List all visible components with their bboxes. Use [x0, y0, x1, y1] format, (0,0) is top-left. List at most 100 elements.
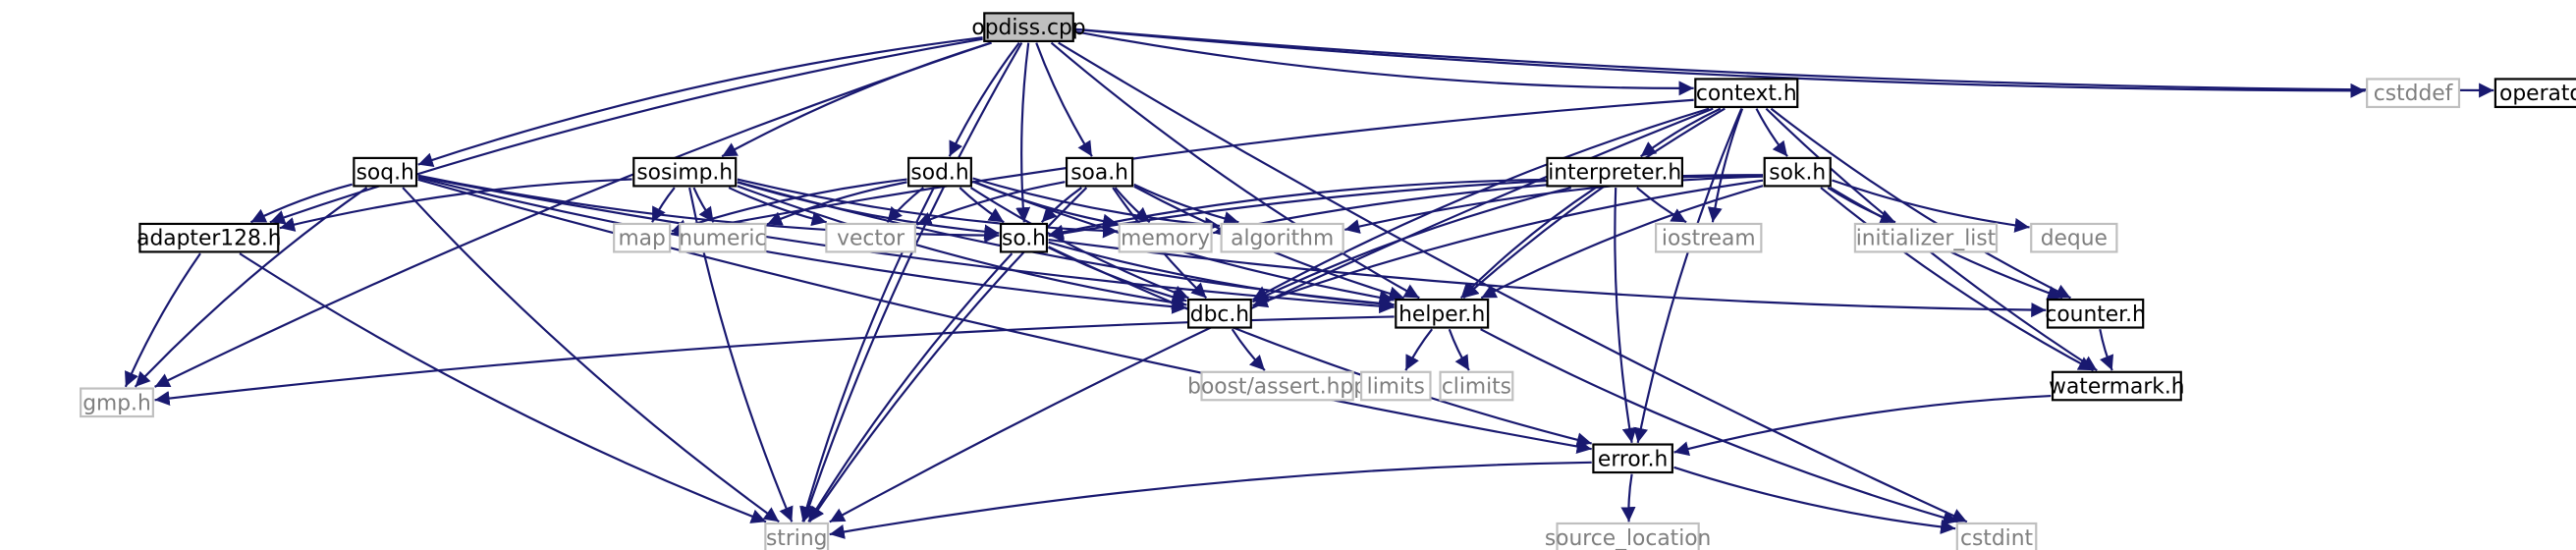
edge-soq-to-error: [417, 178, 1592, 454]
node-numeric: numeric: [679, 222, 767, 253]
edge-soq-to-helper: [417, 175, 1395, 314]
node-label: limits: [1367, 375, 1425, 400]
edge-helper-to-climits: [1448, 328, 1470, 371]
edge-adapter128-to-string: [239, 252, 767, 523]
edge-context-to-counter: [1770, 107, 2071, 300]
node-label: counter.h: [2045, 302, 2145, 327]
edge-adapter128-to-gmp: [124, 252, 201, 388]
edge-context-to-helper: [1462, 107, 1726, 300]
node-box: [1359, 370, 1432, 402]
node-label: cstdint: [1960, 526, 2033, 550]
node-box: [2046, 298, 2145, 329]
node-box: [1955, 522, 2038, 550]
node-label: watermark.h: [2049, 375, 2184, 400]
node-so[interactable]: so.h: [999, 222, 1049, 253]
node-soa[interactable]: soa.h: [1065, 156, 1134, 188]
edge-sosimp-to-map: [651, 187, 676, 223]
node-box: [1439, 370, 1514, 402]
node-algorithm: algorithm: [1220, 222, 1344, 253]
edge-so-to-counter: [1048, 238, 2047, 318]
edge-sod-to-algorithm: [972, 177, 1221, 233]
node-label: context.h: [1696, 82, 1797, 106]
node-climits: climits: [1439, 370, 1514, 402]
node-soq[interactable]: soq.h: [353, 156, 418, 188]
node-label: boost/assert.hpp: [1187, 375, 1367, 400]
edge-opdiss-to-operator: [1074, 28, 2494, 98]
edge-sod-to-vector: [886, 187, 924, 223]
node-box: [2366, 78, 2461, 109]
node-label: memory: [1121, 227, 1210, 251]
node-box: [613, 222, 672, 253]
node-label: gmp.h: [82, 391, 151, 415]
node-sosimp[interactable]: sosimp.h: [632, 156, 738, 188]
node-dbc[interactable]: dbc.h: [1187, 298, 1252, 329]
node-box: [1592, 443, 1673, 474]
node-box: [1853, 222, 1999, 253]
nodes-layer: opdiss.cpp context.h cstddef operator.h soq.…: [80, 12, 2576, 550]
node-box: [1694, 78, 1799, 109]
edge-opdiss-to-sosimp: [721, 41, 992, 158]
node-label: map: [618, 227, 665, 251]
node-box: [1556, 522, 1700, 550]
node-box: [353, 156, 418, 188]
node-label: climits: [1442, 375, 1511, 400]
node-opdiss[interactable]: opdiss.cpp: [971, 12, 1086, 42]
edge-sok-to-deque: [1832, 179, 2030, 233]
edge-sosimp-to-vector: [728, 187, 827, 227]
edge-sod-to-map: [671, 178, 907, 234]
edge-sod-to-so: [959, 187, 1005, 224]
node-label: source_location: [1545, 526, 1712, 550]
node-label: cstddef: [2374, 82, 2454, 106]
node-box: [2030, 222, 2118, 253]
node-boost-assert: boost/assert.hpp: [1187, 370, 1367, 402]
node-error[interactable]: error.h: [1592, 443, 1673, 474]
node-operator[interactable]: operator.h: [2494, 78, 2576, 109]
edge-error-to-string: [829, 461, 1592, 539]
node-label: numeric: [679, 227, 766, 251]
node-box: [1200, 370, 1354, 402]
edge-opdiss-to-so: [1015, 42, 1031, 223]
edge-sok-to-watermark: [1820, 187, 2095, 372]
edge-soq-to-adapter128: [249, 183, 353, 224]
node-map: map: [613, 222, 672, 253]
edge-opdiss-to-cstdint: [1058, 41, 1968, 523]
node-box: [983, 12, 1074, 42]
edge-sosimp-to-adapter128: [279, 178, 632, 232]
node-label: initializer_list: [1856, 227, 1997, 251]
node-vector: vector: [825, 222, 916, 253]
node-box: [1118, 222, 1213, 253]
edge-soa-to-algorithm: [1133, 183, 1239, 226]
edge-sod-to-dbc: [969, 187, 1189, 300]
node-box: [907, 156, 972, 188]
edge-soq-to-gmp: [134, 187, 368, 388]
node-counter[interactable]: counter.h: [2045, 298, 2146, 329]
edge-counter-to-watermark: [2099, 329, 2114, 371]
node-box: [999, 222, 1049, 253]
node-context[interactable]: context.h: [1694, 78, 1799, 109]
node-interpreter[interactable]: interpreter.h: [1546, 156, 1684, 188]
edge-context-to-sok: [1755, 108, 1788, 157]
edge-opdiss-to-adapter128: [269, 37, 983, 225]
node-label: soq.h: [356, 161, 414, 186]
edge-so-to-string: [807, 252, 1014, 522]
node-helper[interactable]: helper.h: [1395, 298, 1490, 329]
node-box: [679, 222, 767, 253]
node-box: [825, 222, 916, 253]
edge-opdiss-to-context: [1074, 29, 1694, 96]
edge-opdiss-to-sod: [948, 41, 1020, 157]
node-label: opdiss.cpp: [971, 16, 1085, 40]
edge-context-to-interpreter: [1640, 107, 1722, 158]
node-cstddef: cstddef: [2366, 78, 2461, 109]
node-sod[interactable]: sod.h: [907, 156, 972, 188]
node-box: [2051, 370, 2182, 402]
node-sok[interactable]: sok.h: [1763, 156, 1832, 188]
node-cstdint: cstdint: [1955, 522, 2038, 550]
node-adapter128[interactable]: adapter128.h: [137, 222, 282, 253]
node-string: string: [764, 522, 830, 550]
edge-so-to-helper: [1048, 241, 1395, 311]
edge-watermark-to-error: [1673, 394, 2052, 457]
node-box: [1546, 156, 1684, 188]
edge-sod-to-numeric: [766, 181, 907, 226]
node-watermark[interactable]: watermark.h: [2049, 370, 2185, 402]
